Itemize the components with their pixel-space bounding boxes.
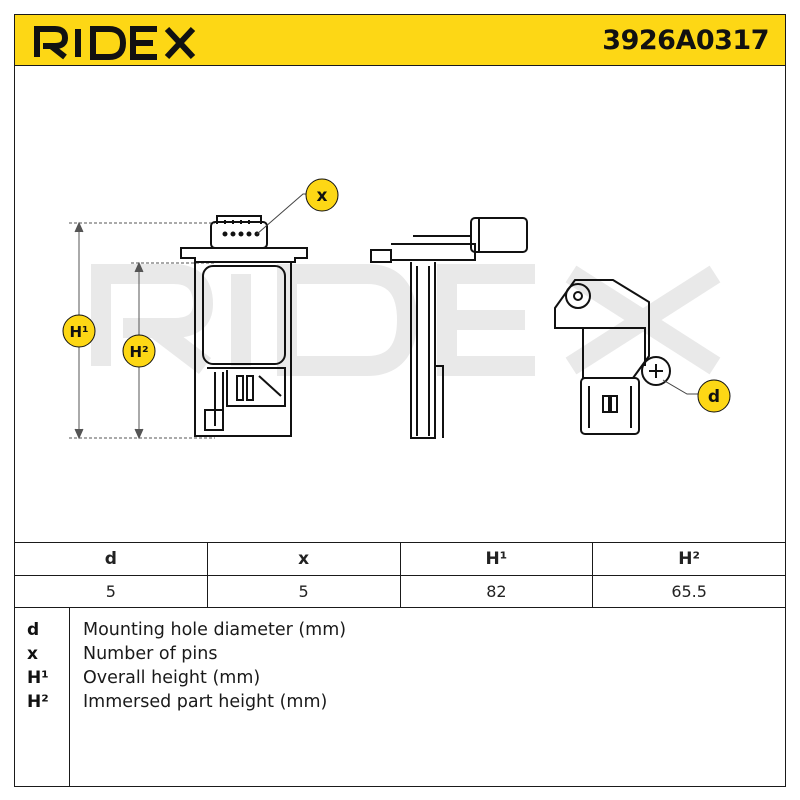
legend-item: x Number of pins [15, 642, 787, 666]
table-row: 5 5 82 65.5 [14, 575, 786, 608]
callout-d: d [697, 379, 731, 413]
callout-h1: H¹ [62, 314, 96, 348]
sensor-top-view [554, 279, 671, 435]
ridex-watermark [91, 264, 721, 376]
legend-item: H² Immersed part height (mm) [15, 690, 787, 714]
svg-text:d: d [708, 387, 720, 407]
legend-box: d Mounting hole diameter (mm) x Number o… [14, 607, 786, 787]
callout-x: x [305, 178, 339, 212]
legend-description: Immersed part height (mm) [83, 692, 328, 712]
svg-text:H¹: H¹ [69, 323, 88, 341]
ridex-logo [34, 26, 196, 60]
technical-drawing: x d H¹ H² [62, 178, 731, 440]
table-header-row: d x H¹ H² [14, 542, 786, 576]
legend-divider [69, 607, 70, 786]
drawing-area: x d H¹ H² [14, 66, 786, 542]
legend-item: d Mounting hole diameter (mm) [15, 618, 787, 642]
value-h2: 65.5 [592, 575, 786, 608]
legend-item: H¹ Overall height (mm) [15, 666, 787, 690]
sensor-front-view [180, 215, 308, 437]
header-d: d [14, 542, 208, 576]
svg-text:H²: H² [129, 343, 148, 361]
legend-description: Overall height (mm) [83, 668, 261, 688]
legend-key: d [27, 620, 40, 640]
x-leader-line [256, 193, 309, 235]
legend-key: H¹ [27, 668, 49, 688]
value-h1: 82 [399, 575, 594, 608]
d-leader-line [662, 379, 699, 395]
legend-key: x [27, 644, 38, 664]
svg-text:x: x [317, 186, 328, 206]
sensor-side-view [370, 217, 528, 439]
value-x: 5 [206, 575, 401, 608]
header-h2: H² [592, 542, 786, 576]
part-number: 3926A0317 [602, 25, 769, 56]
header-x: x [206, 542, 401, 576]
header-h1: H¹ [399, 542, 594, 576]
callout-h2: H² [122, 334, 156, 368]
value-d: 5 [14, 575, 208, 608]
legend-description: Number of pins [83, 644, 218, 664]
header-bar: 3926A0317 [14, 14, 786, 66]
legend-description: Mounting hole diameter (mm) [83, 620, 347, 640]
legend-key: H² [27, 692, 49, 712]
dimensions-table: d x H¹ H² 5 5 82 65.5 [14, 542, 786, 608]
